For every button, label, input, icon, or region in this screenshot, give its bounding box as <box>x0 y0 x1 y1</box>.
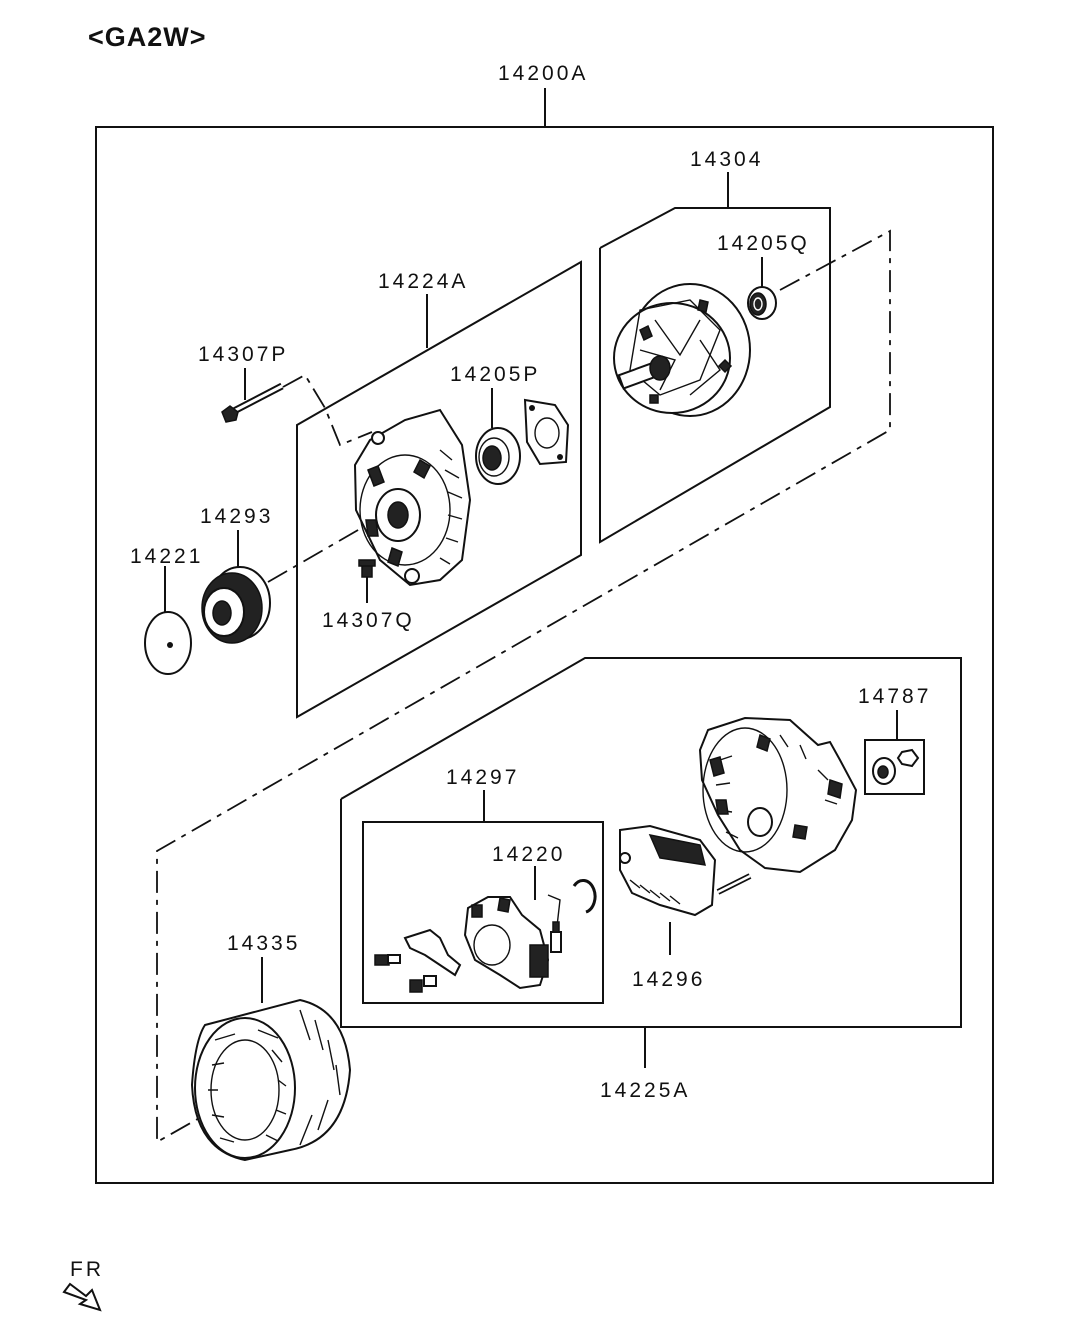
label-brush-holder: 14297 <box>446 766 519 789</box>
label-regulator: 14296 <box>632 968 705 991</box>
rear-bearing-icon <box>747 286 777 320</box>
label-pulley: 14293 <box>200 505 273 528</box>
rotor-icon <box>613 283 751 417</box>
label-rear-bearing: 14205Q <box>717 232 810 255</box>
diagram-title: <GA2W> <box>88 22 207 52</box>
stator-icon <box>190 998 352 1162</box>
fr-label: FR <box>70 1258 104 1281</box>
nut-kit-box <box>864 739 925 795</box>
fr-arrow-icon <box>62 1282 102 1312</box>
rotor-frame <box>599 207 831 544</box>
snap-ring-icon <box>572 879 597 914</box>
regulator-icon <box>619 824 752 917</box>
brush-holder-icon <box>374 896 550 993</box>
label-brush: 14220 <box>492 843 565 866</box>
label-rotor: 14304 <box>690 148 763 171</box>
pulley-icon <box>201 566 271 644</box>
screw-icon <box>358 559 376 578</box>
front-bracket-icon <box>353 408 472 587</box>
label-screw: 14307Q <box>322 609 415 632</box>
pulley-cap-icon <box>144 611 192 675</box>
label-assembly: 14200A <box>498 62 588 85</box>
label-front-bearing: 14205P <box>450 363 540 386</box>
front-bearing-icon <box>475 427 521 485</box>
label-pulley-cap: 14221 <box>130 545 203 568</box>
axis-line-bolt <box>282 373 373 447</box>
label-stator: 14335 <box>227 932 300 955</box>
label-rear-bracket: 14225A <box>600 1079 690 1102</box>
label-nut-kit: 14787 <box>858 685 931 708</box>
label-front-bracket: 14224A <box>378 270 468 293</box>
rear-bracket-icon <box>698 716 858 874</box>
nut-icon <box>872 748 920 785</box>
brush-icon <box>547 894 562 953</box>
label-through-bolt: 14307P <box>198 343 288 366</box>
axis-line-outer <box>156 229 891 1144</box>
through-bolt-icon <box>221 382 284 423</box>
front-bracket-frame <box>296 260 582 719</box>
retainer-plate-icon <box>523 398 570 466</box>
rear-bracket-frame <box>340 657 962 1028</box>
